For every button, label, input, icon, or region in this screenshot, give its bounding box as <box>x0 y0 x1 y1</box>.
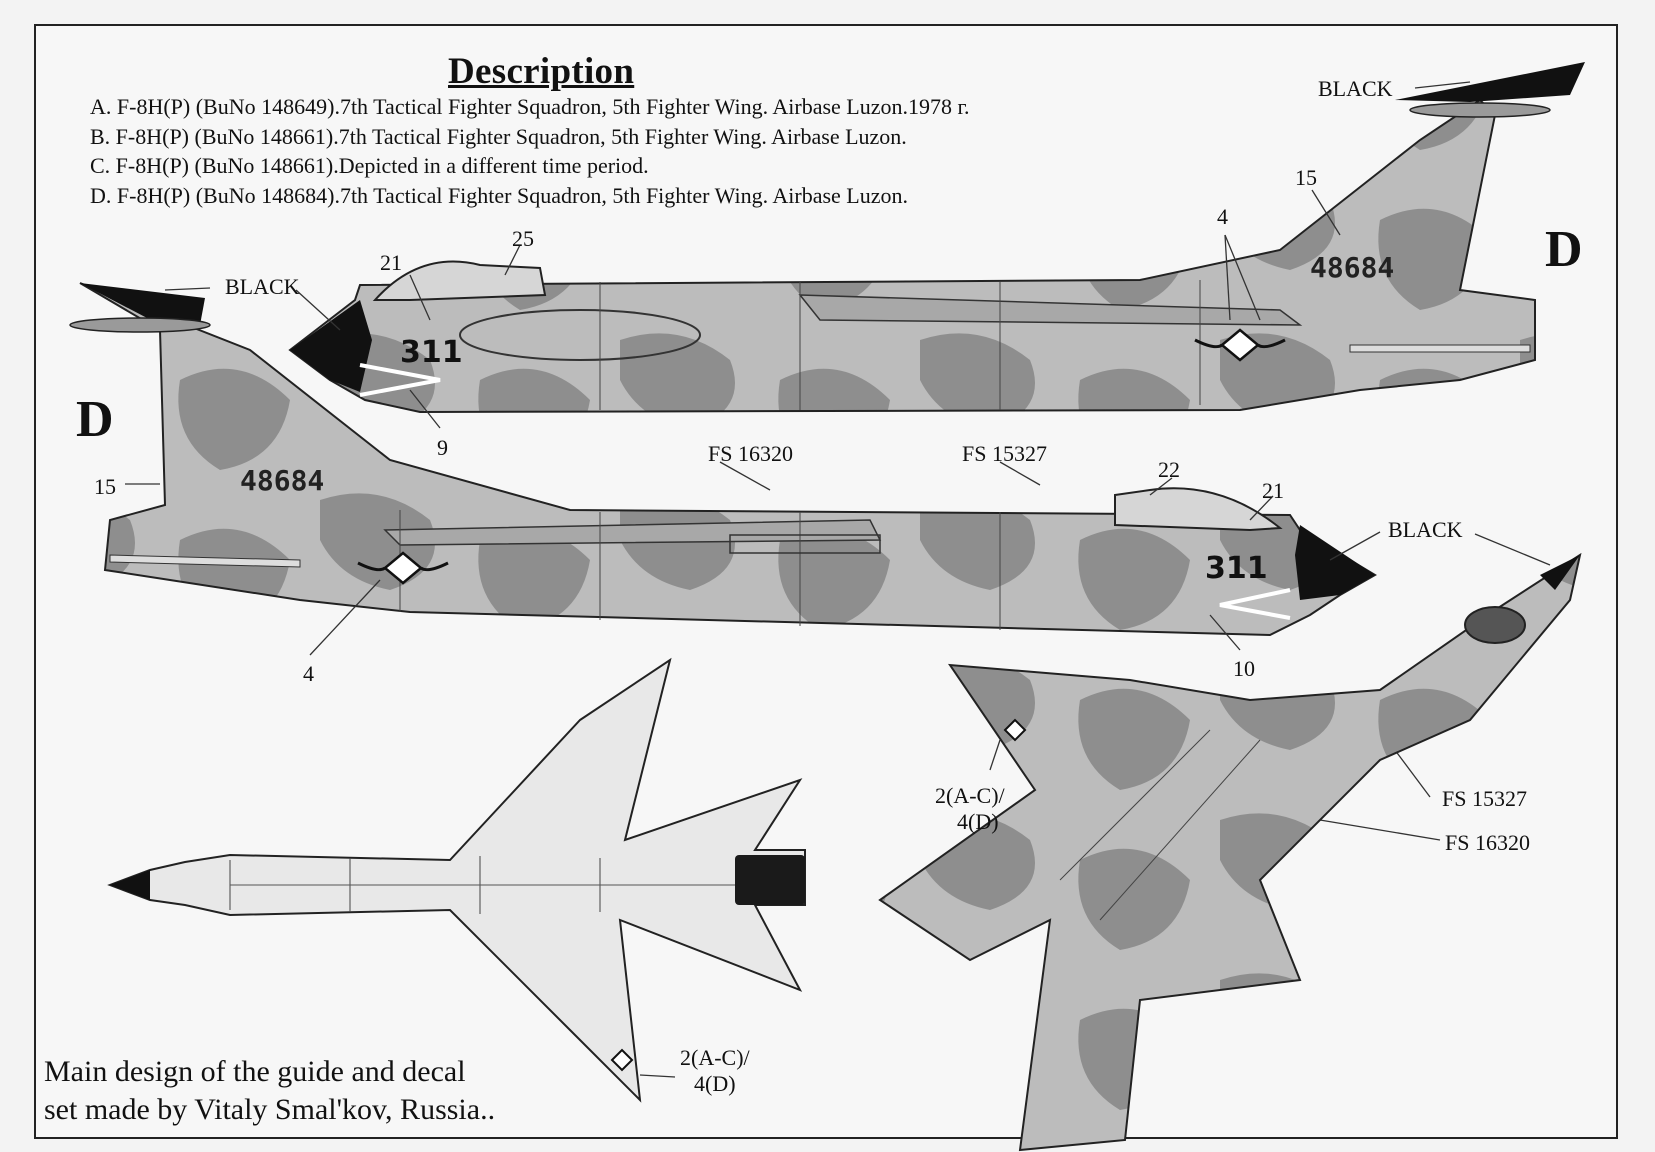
plan-top-callout-line1: 2(A-C)/ <box>935 783 1005 808</box>
bottom-side-profile <box>69 282 1377 637</box>
top-tail-serial: 48684 <box>1310 251 1394 284</box>
bottom-fin-black-label: BLACK <box>225 274 300 299</box>
plan-color-fs15327: FS 15327 <box>1442 786 1527 811</box>
underside-plan-view <box>107 657 806 1103</box>
plan-bottom-callout-line1: 2(A-C)/ <box>680 1045 750 1070</box>
bottom-callout-10: 10 <box>1233 656 1255 681</box>
top-callout-15: 15 <box>1295 165 1317 190</box>
description-line-b: B. F-8H(P) (BuNo 148661).7th Tactical Fi… <box>90 123 907 149</box>
credit-text: Main design of the guide and decal set m… <box>44 1053 495 1129</box>
bottom-callout-22: 22 <box>1158 457 1180 482</box>
credit-line-1: Main design of the guide and decal <box>44 1055 466 1088</box>
plan-top-callout-line2: 4(D) <box>957 809 999 834</box>
top-callout-4: 4 <box>1217 204 1228 229</box>
description-line-d: D. F-8H(P) (BuNo 148684).7th Tactical Fi… <box>90 182 908 208</box>
top-callout-21: 21 <box>380 250 402 275</box>
callout-leaders <box>125 81 1551 1078</box>
top-side-profile <box>288 62 1585 414</box>
description-title: Description <box>448 51 635 92</box>
top-variant-letter: D <box>1545 221 1583 278</box>
bottom-color-fs16320: FS 16320 <box>708 441 793 466</box>
plan-bottom-decal-callout: 2(A-C)/ 4(D) <box>680 1045 750 1097</box>
top-nose-number: 311 <box>400 335 463 370</box>
top-callout-25: 25 <box>512 226 534 251</box>
top-fin-black-label: BLACK <box>1318 76 1393 101</box>
description-line-c: C. F-8H(P) (BuNo 148661).Depicted in a d… <box>90 153 649 178</box>
bottom-variant-letter: D <box>76 391 114 448</box>
bottom-callout-4: 4 <box>303 661 314 686</box>
bottom-nose-number: 311 <box>1205 551 1268 586</box>
description-line-a: A. F-8H(P) (BuNo 148649).7th Tactical Fi… <box>90 94 970 119</box>
description-list: A. F-8H(P) (BuNo 148649).7th Tactical Fi… <box>90 92 970 210</box>
topside-plan-view <box>878 552 1582 1152</box>
credit-line-2: set made by Vitaly Smal'kov, Russia.. <box>44 1093 496 1126</box>
bottom-color-fs15327: FS 15327 <box>962 441 1047 466</box>
top-callout-9: 9 <box>437 435 448 460</box>
plan-bottom-callout-line2: 4(D) <box>694 1071 736 1096</box>
plan-top-decal-callout: 2(A-C)/ 4(D) <box>935 783 1005 835</box>
bottom-nose-black-label: BLACK <box>1388 517 1463 542</box>
bottom-callout-21: 21 <box>1262 478 1284 503</box>
plan-color-fs16320: FS 16320 <box>1445 830 1530 855</box>
bottom-tail-serial: 48684 <box>240 464 324 497</box>
bottom-callout-15: 15 <box>94 474 116 499</box>
